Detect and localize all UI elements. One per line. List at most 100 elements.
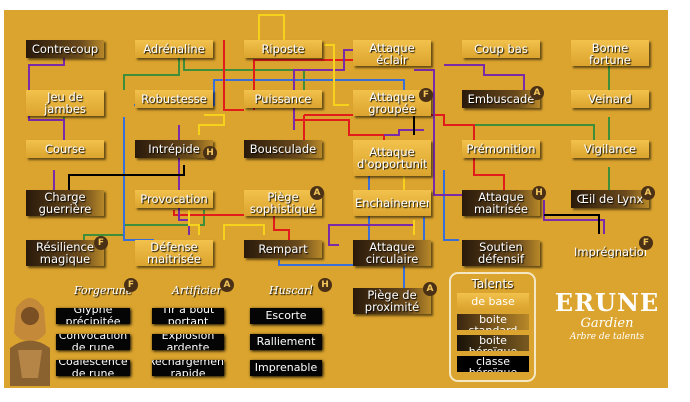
spec-talent[interactable]: Tir à bout portant [152, 308, 224, 324]
talent-provocation[interactable]: Provocation [135, 190, 213, 208]
talent-bousculade[interactable]: Bousculade [244, 140, 322, 158]
talent-course[interactable]: Course [26, 140, 104, 158]
spec-talent-label: Escorte [265, 309, 307, 322]
legend-label: classe héroïque [469, 356, 518, 372]
spec-talent[interactable]: Coalescence de rune [56, 360, 130, 376]
link-purple [543, 200, 605, 240]
talent-coup-bas[interactable]: Coup bas [462, 40, 540, 58]
spec-talent[interactable]: Escorte [250, 308, 322, 324]
talent-tree-board: Contrecoup Adrénaline Riposte Attaque éc… [4, 10, 668, 388]
legend-item-classe: classe héroïque [457, 356, 529, 372]
legend-item-standard: boite standard [457, 314, 529, 330]
talent-attaque-circulaire[interactable]: Attaque circulaire [353, 240, 431, 266]
talent-label: Piège de proximité [364, 288, 420, 314]
talent-label: Bousculade [249, 142, 317, 156]
talent-enchainement[interactable]: Enchainement [353, 190, 431, 216]
link-red [173, 210, 290, 240]
tree-subtitle: Arbre de talents [569, 332, 645, 342]
talent-label: Attaque maitrisée [473, 190, 529, 216]
badge-forgerune-icon: F [419, 88, 433, 102]
talent-label: Attaque d'opportunité [357, 146, 427, 170]
spec-talent-label: Coalescence de rune [58, 360, 128, 376]
class-name: Gardien [580, 316, 634, 331]
talent-vigilance[interactable]: Vigilance [571, 140, 649, 158]
erune-logo: ERUNE Gardien Arbre de talents [552, 288, 662, 343]
badge-forgerune-icon: F [124, 278, 138, 292]
link-blue [443, 170, 459, 241]
talent-riposte[interactable]: Riposte [244, 40, 322, 58]
spec-talent[interactable]: Convocation de rune [56, 334, 130, 350]
talent-label: Intrépide [148, 142, 200, 156]
talent-jeu-de-jambes[interactable]: Jeu de jambes [26, 90, 104, 116]
badge-artificier-icon: A [530, 86, 544, 100]
talent-label: Bonne fortune [589, 41, 631, 67]
talent-adrenaline[interactable]: Adrénaline [135, 40, 213, 58]
talent-label: Œil de Lynx [576, 192, 644, 206]
link-yellow [198, 114, 225, 135]
link-yellow [188, 210, 200, 235]
talent-contrecoup[interactable]: Contrecoup [26, 40, 104, 58]
talent-label: Embuscade [467, 92, 535, 106]
spec-talent-label: Ralliement [256, 335, 316, 348]
legend-title: Talents [471, 277, 514, 291]
talent-label: Contrecoup [31, 42, 99, 56]
link-black [544, 214, 600, 235]
badge-huscarl-icon: H [532, 186, 546, 200]
link-purple [444, 64, 525, 90]
spec-talent[interactable]: Explosion ardente [152, 334, 224, 350]
legend-label: boite héroïque [469, 335, 518, 351]
spec-talent-label: Convocation de rune [58, 334, 128, 350]
talent-label: Enchainement [355, 197, 429, 209]
logo-title: ERUNE [554, 288, 660, 317]
talent-bonne-fortune[interactable]: Bonne fortune [571, 40, 649, 66]
link-green [123, 58, 180, 90]
character-portrait-icon [10, 298, 50, 386]
spec-talent[interactable]: Imprenable [250, 360, 322, 376]
talent-label: Charge guerrière [38, 190, 92, 216]
talent-soutien-defensif[interactable]: Soutien défensif [462, 240, 540, 266]
talent-label: Défense maitrisée [146, 240, 202, 266]
badge-huscarl-icon: H [203, 146, 217, 160]
talent-robustesse[interactable]: Robustesse [135, 90, 213, 108]
badge-forgerune-icon: F [639, 236, 653, 250]
talent-premonition[interactable]: Prémonition [462, 140, 540, 158]
spec-talent[interactable]: Glyphe précipitée [56, 308, 130, 324]
talent-label: Attaque circulaire [365, 240, 419, 266]
link-green [183, 58, 305, 90]
talent-rempart[interactable]: Rempart [244, 240, 322, 258]
talent-veinard[interactable]: Veinard [571, 90, 649, 108]
talent-charge-guerriere[interactable]: Charge guerrière [26, 190, 104, 216]
talent-label: Puissance [254, 92, 312, 106]
spec-artificier-title: Artificier [172, 284, 222, 297]
talent-legend: Talents de base boite standard boite hér… [449, 272, 536, 382]
talent-label: Rempart [258, 242, 308, 256]
talent-label: Prémonition [466, 142, 536, 156]
talent-label: Attaque groupée [368, 90, 416, 116]
talent-label: Vigilance [583, 142, 637, 156]
badge-forgerune-icon: F [94, 236, 108, 250]
talent-label: Provocation [140, 192, 208, 206]
link-purple [384, 129, 424, 136]
talent-attaque-opportunite[interactable]: Attaque d'opportunité [353, 140, 431, 176]
spec-talent-label: Imprenable [254, 361, 318, 374]
link-red [223, 40, 244, 111]
talent-label: Piège sophistiqué [249, 190, 317, 216]
badge-artificier-icon: A [423, 282, 437, 296]
talent-defense-maitrisee[interactable]: Défense maitrisée [135, 240, 213, 266]
spec-talent-label: Tir à bout portant [161, 308, 215, 324]
talent-puissance[interactable]: Puissance [244, 90, 322, 108]
spec-talent[interactable]: Ralliement [250, 334, 322, 350]
talent-attaque-eclair[interactable]: Attaque éclair [353, 40, 431, 66]
link-black [68, 165, 185, 190]
talent-label: Attaque éclair [369, 41, 415, 67]
spec-talent[interactable]: Rechargement rapide [152, 360, 224, 376]
